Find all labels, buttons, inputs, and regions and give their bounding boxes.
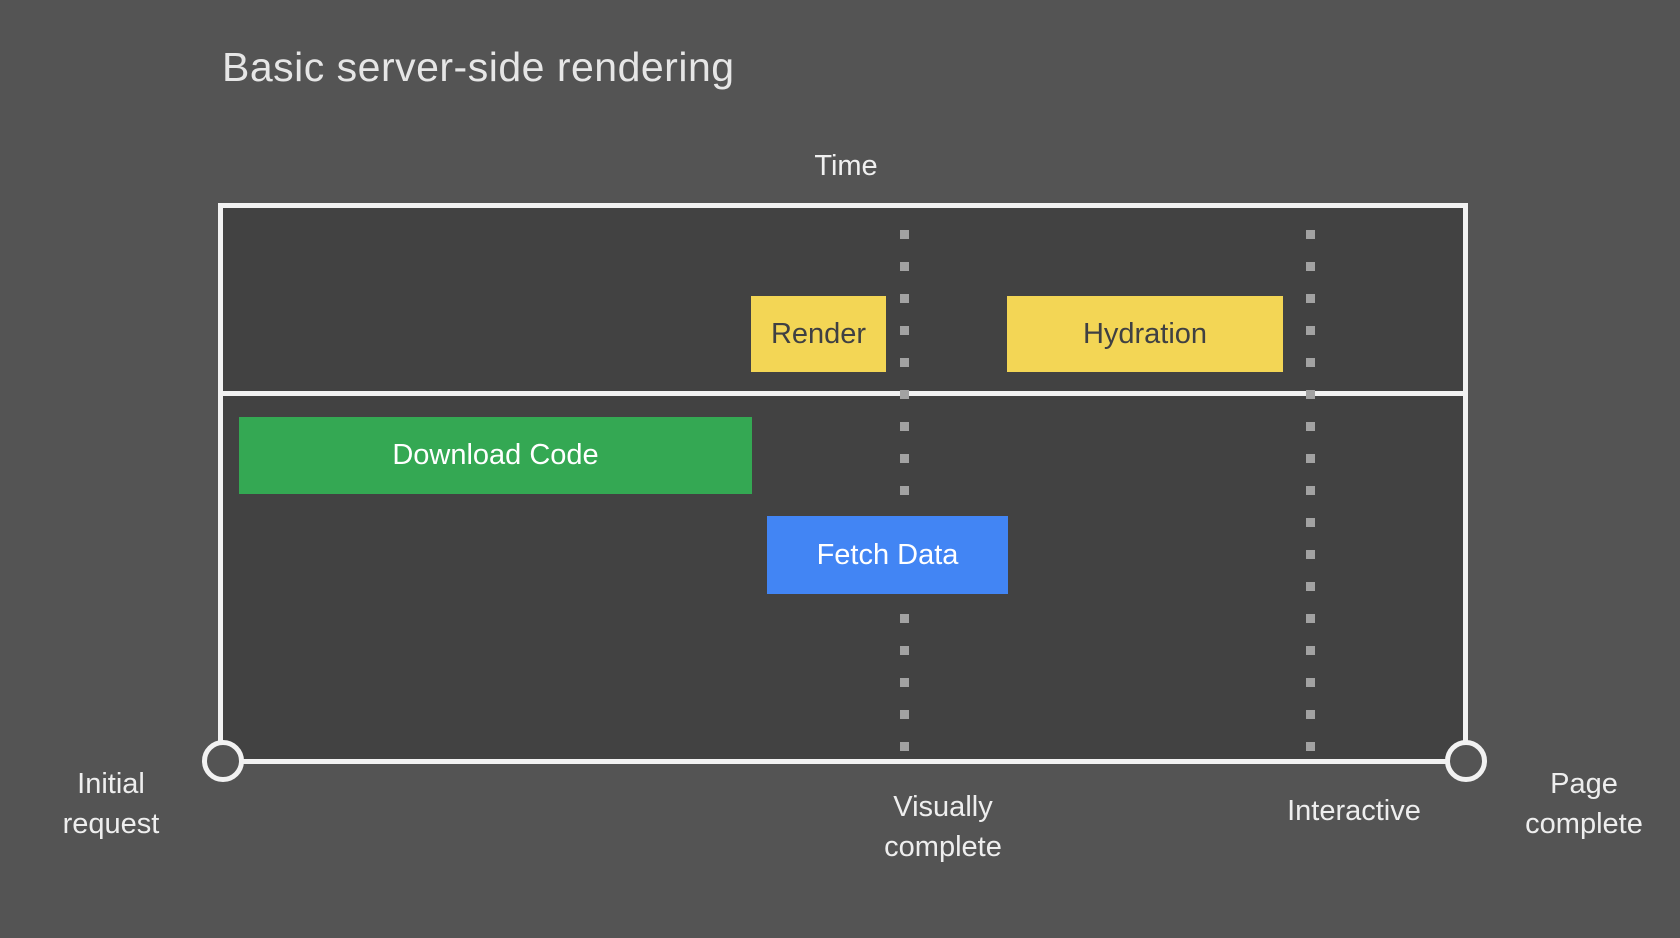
page-complete-circle-marker: [1445, 740, 1487, 782]
interactive-dotted-line-dot: [1306, 646, 1315, 655]
task-download-code-label: Download Code: [392, 439, 599, 471]
milestone-line: complete: [884, 831, 1002, 863]
visually-complete-dotted-line-dot: [900, 742, 909, 751]
visually-complete-dotted-line-dot: [900, 454, 909, 463]
visually-complete-dotted-line-dot: [900, 646, 909, 655]
interactive-dotted-line-dot: [1306, 710, 1315, 719]
visually-complete-dotted-line-dot: [900, 422, 909, 431]
visually-complete-dotted-line-dot: [900, 678, 909, 687]
task-fetch-data: Fetch Data: [767, 516, 1008, 594]
visually-complete-dotted-line-dot: [900, 358, 909, 367]
interactive-dotted-line-dot: [1306, 230, 1315, 239]
time-axis-label: Time: [814, 150, 878, 182]
interactive-dotted-line-dot: [1306, 486, 1315, 495]
interactive-dotted-line-dot: [1306, 294, 1315, 303]
milestone-interactive: Interactive: [1234, 791, 1474, 831]
milestone-line: request: [62, 808, 160, 840]
diagram-title: Basic server-side rendering: [222, 44, 735, 90]
interactive-dotted-line-dot: [1306, 742, 1315, 751]
task-render: Render: [751, 296, 886, 372]
task-download-code: Download Code: [239, 417, 752, 494]
milestone-line: complete: [1525, 808, 1643, 840]
lane-divider-line: [223, 391, 1463, 396]
interactive-dotted-line-dot: [1306, 454, 1315, 463]
task-fetch-data-label: Fetch Data: [816, 538, 959, 571]
milestone-page-complete: Page complete: [1464, 764, 1680, 844]
interactive-dotted-line-dot: [1306, 326, 1315, 335]
milestone-line: Visually: [893, 791, 993, 823]
task-hydration-label: Hydration: [1082, 317, 1208, 350]
visually-complete-dotted-line-dot: [900, 326, 909, 335]
milestone-line: Page: [1550, 768, 1618, 800]
initial-request-circle-marker: [202, 740, 244, 782]
visually-complete-dotted-line-dot: [900, 710, 909, 719]
interactive-dotted-line-dot: [1306, 582, 1315, 591]
interactive-dotted-line-dot: [1306, 358, 1315, 367]
interactive-dotted-line-dot: [1306, 678, 1315, 687]
milestone-line: Interactive: [1287, 795, 1421, 827]
visually-complete-dotted-line-dot: [900, 614, 909, 623]
task-hydration: Hydration: [1007, 296, 1283, 372]
interactive-dotted-line-dot: [1306, 262, 1315, 271]
interactive-dotted-line-dot: [1306, 390, 1315, 399]
milestone-initial-request: Initial request: [0, 764, 231, 844]
task-render-label: Render: [770, 317, 867, 350]
interactive-dotted-line-dot: [1306, 614, 1315, 623]
milestone-line: Initial: [77, 768, 145, 800]
visually-complete-dotted-line-dot: [900, 390, 909, 399]
interactive-dotted-line-dot: [1306, 422, 1315, 431]
milestone-visually-complete: Visually complete: [823, 787, 1063, 867]
interactive-dotted-line-dot: [1306, 518, 1315, 527]
interactive-dotted-line-dot: [1306, 550, 1315, 559]
visually-complete-dotted-line-dot: [900, 486, 909, 495]
visually-complete-dotted-line-dot: [900, 230, 909, 239]
visually-complete-dotted-line-dot: [900, 294, 909, 303]
visually-complete-dotted-line-dot: [900, 262, 909, 271]
